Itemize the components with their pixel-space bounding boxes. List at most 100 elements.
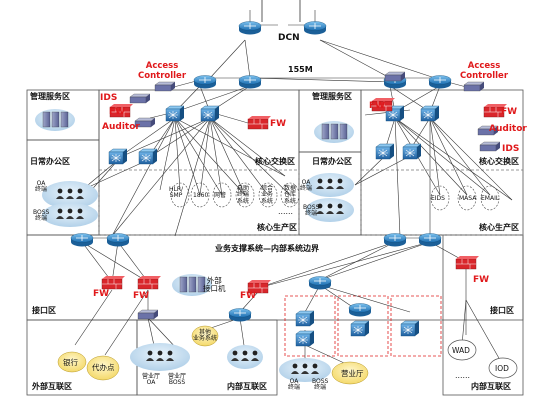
boundary-router-4-icon (418, 233, 442, 247)
int-switch-device-icon (137, 309, 159, 320)
core-appliance-right-icon (384, 71, 406, 82)
server-1860-icon (190, 182, 210, 208)
iface-firewall-1-icon (101, 276, 125, 290)
iface-firewall-2-icon (137, 276, 161, 290)
iod-node-icon (488, 357, 518, 379)
fw-label-right-side: FW (501, 107, 518, 117)
fw-label-iface-4: FW (473, 275, 490, 285)
int-router-mid-icon (228, 308, 252, 322)
server-gateway-icon (212, 182, 232, 208)
auditor-left-device-icon (134, 117, 156, 128)
iface-firewall-3-icon (247, 280, 271, 294)
fw-label-iface-1: FW (93, 289, 110, 299)
core-switch-left-2-icon (200, 105, 220, 122)
server-selfservice-label: 自助 终端 系统 (237, 185, 250, 205)
zone-label-core-switch-left: 核心交换区 (255, 157, 295, 166)
zone-dashed-dividers (98, 169, 524, 236)
core-router-left-1-icon (193, 75, 217, 89)
server-billing-label: 综合 业务 系统 (261, 185, 274, 205)
server-masa-label: MASA (459, 195, 477, 202)
cloud-oa-terminals-left-icon (42, 181, 98, 209)
oa-terminal-right-label: OA 终端 (300, 179, 313, 193)
access-controller-left: Access Controller (138, 61, 187, 81)
boss-terminal-right-label: BOSS 终端 (303, 204, 320, 218)
zone-label-int-interconnect-right: 内部互联区 (471, 382, 511, 391)
speed-label: 155M (288, 65, 313, 74)
zone-label-core-prod-right: 核心生产区 (479, 223, 519, 232)
oa-terminal-bottom-label: OA 终端 (288, 378, 301, 392)
agent-label: 代办点 (92, 363, 115, 372)
cloud-hall-terminals-2-icon (227, 345, 263, 369)
server-datawarehouse-label: 数据 仓库 系统 (284, 185, 297, 205)
wad-node-icon (447, 339, 477, 361)
auditor-label-right: Auditor (489, 124, 527, 134)
fw-label-iface-3: FW (240, 291, 257, 301)
fw-core-left-side-icon (247, 116, 271, 130)
ids-right-device-icon (479, 141, 501, 152)
cloud-oa-terminals-right-icon (306, 173, 354, 197)
server-gateway-label: 网管 (214, 192, 227, 199)
access-controller-right: Access Controller (460, 61, 509, 81)
zone-label-iface-left: 接口区 (32, 306, 56, 315)
ids-left-device-icon (129, 93, 151, 104)
boundary-router-1-icon (70, 233, 94, 247)
mgmt-servers-left-icon (35, 109, 75, 131)
ids-label-left: IDS (100, 93, 118, 103)
server-eids-icon (430, 185, 450, 211)
iface-router-mid-icon (308, 276, 332, 290)
zone-label-iface-right: 接口区 (490, 306, 514, 315)
wad-label: WAD (452, 346, 470, 355)
firewalls (101, 98, 507, 294)
hall-boss-label: 营业厅 BOSS (168, 373, 187, 387)
group2-switch-icon (350, 320, 370, 337)
cloud-bottom-terminals-icon (279, 358, 331, 382)
routers (70, 21, 452, 322)
oa-terminal-label: OA 终端 (35, 180, 48, 194)
boundary-label: 业务支撑系统—内部系统边界 (215, 244, 319, 253)
server-1860-label: 1860 (193, 192, 209, 199)
zone-label-daily-office-right: 日常办公区 (312, 157, 352, 166)
boundary-router-2-icon (106, 233, 130, 247)
auditor-label-left: Auditor (102, 122, 140, 132)
server-hlr-label: HLR/ SMP (169, 186, 184, 200)
cloud-hall-terminals-icon (130, 343, 190, 371)
core-router-left-2-icon (238, 75, 262, 89)
dcn-router-left-icon (238, 21, 262, 35)
boss-terminal-label: BOSS 终端 (33, 209, 50, 223)
group1-switch-bottom-icon (295, 330, 315, 347)
bank-icon (57, 351, 87, 373)
bank-label: 银行 (63, 358, 78, 367)
server-email-icon (480, 185, 500, 211)
fw-label-left-side: FW (270, 119, 287, 129)
office-switch-right-2-icon (402, 143, 422, 160)
server-dots-label: …… (278, 207, 293, 216)
server-selfservice-icon (235, 182, 255, 208)
zone-label-daily-office-left: 日常办公区 (30, 157, 70, 166)
dots-right-label: …… (455, 371, 470, 380)
other-system-icon (191, 325, 219, 347)
server-datawarehouse-icon (280, 182, 300, 208)
iod-label: IOD (495, 364, 509, 373)
core-switch-right-2-icon (420, 105, 440, 122)
zone-label-mgmt-right: 管理服务区 (312, 92, 352, 101)
server-eids-label: EIDS (431, 195, 445, 202)
fw-label-left-top: FW (109, 107, 126, 117)
core-switch-left-1-icon (165, 105, 185, 122)
clouds (42, 173, 518, 385)
server-billing-icon (258, 182, 278, 208)
boundary-router-3-icon (383, 233, 407, 247)
zone-core-prod-left (98, 169, 300, 236)
hall-icon (331, 361, 369, 385)
office-switch-left-2-icon (138, 148, 158, 165)
access-controller-right-device-icon (463, 81, 485, 92)
office-switch-left-1-icon (108, 148, 128, 165)
core-router-right-2-icon (428, 75, 452, 89)
hall-label: 营业厅 (341, 369, 364, 378)
access-controller-left-device-icon (154, 81, 176, 92)
fw-core-right-side-icon (483, 104, 507, 118)
group3-switch-icon (400, 320, 420, 337)
boss-terminal-bottom-label: BOSS 终端 (312, 378, 329, 392)
auditor-right-device-icon (477, 125, 499, 136)
agent-point-icon (86, 355, 120, 381)
